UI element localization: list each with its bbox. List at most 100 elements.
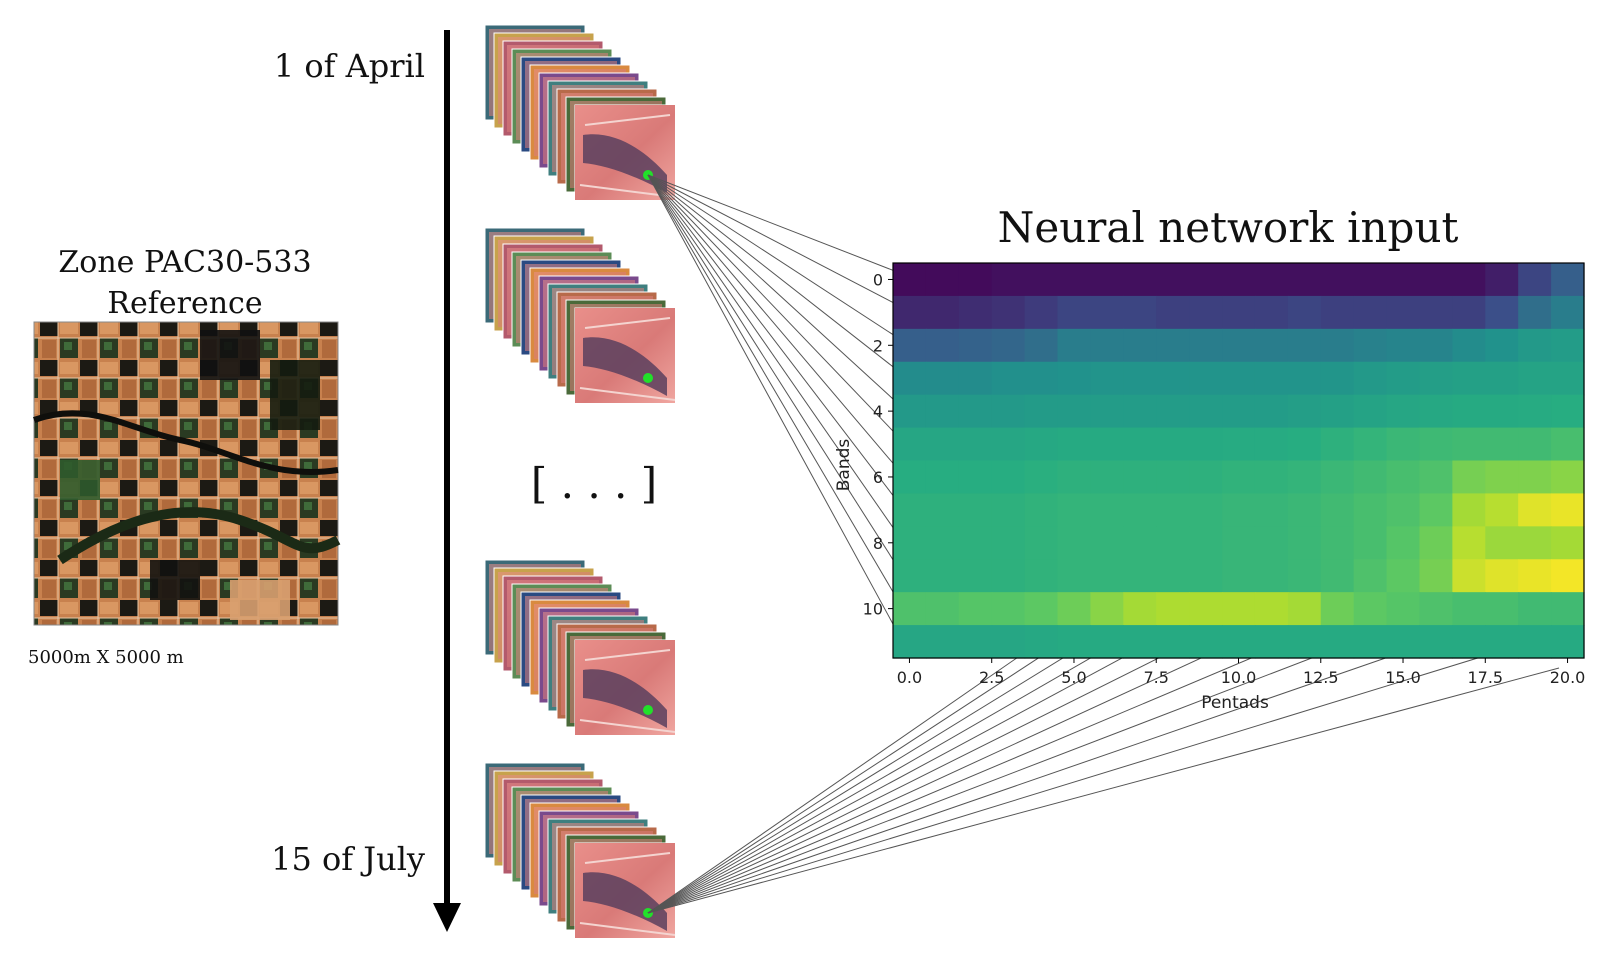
heatmap-cell [1156,460,1190,495]
heatmap-cell [991,394,1026,429]
stack-front-image [575,640,676,735]
heatmap-cell [1090,427,1124,462]
heatmap-cell [893,263,927,297]
heatmap-cell [1287,295,1322,330]
y-tick-label: 8 [873,534,883,553]
heatmap-cell [991,263,1026,297]
heatmap-cell [1057,328,1092,363]
connector-line [647,174,906,647]
heatmap-cell [1090,394,1124,429]
heatmap-cell [991,559,1026,593]
heatmap-cell [1419,460,1453,495]
heatmap-cell [1452,460,1486,495]
heatmap-cell [1320,559,1355,593]
heatmap-cell [1353,493,1388,527]
heatmap-cell [1090,460,1124,495]
heatmap-cell [925,263,960,297]
zone-size-label: 5000m X 5000 m [28,647,184,668]
heatmap-cell [1222,460,1256,495]
heatmap-cell [1156,625,1190,659]
heatmap-cell [1057,493,1092,527]
heatmap-cell [1254,460,1289,495]
x-tick-label: 17.5 [1467,668,1503,687]
connector-line [647,174,906,613]
connector-line [647,174,906,444]
heatmap-cell [893,328,927,363]
heatmap-cell [1551,263,1585,297]
heatmap-cell [1353,592,1388,626]
heatmap-cell [1156,493,1190,527]
heatmap-cell [1024,592,1059,626]
heatmap-cell [1452,559,1486,593]
heatmap-cell [1485,592,1519,626]
heatmap-cell [1419,295,1453,330]
heatmap-cell [1287,625,1322,659]
heatmap-cell [925,427,960,462]
heatmap-cell [1189,493,1223,527]
heatmap-cell [1254,361,1289,396]
heatmap-cell [1287,592,1322,626]
heatmap-cell [1320,592,1355,626]
heatmap-cell [1353,625,1388,659]
heatmap-cell [1057,460,1092,495]
heatmap-cell [1386,328,1421,363]
heatmap-cell [925,559,960,593]
heatmap-cell [1485,263,1519,297]
heatmap-cell [1452,328,1486,363]
connector-line [647,174,906,478]
heatmap-cell [1485,361,1519,396]
heatmap-cell [1320,427,1355,462]
heatmap-cell [958,394,993,429]
heatmap-cell [1452,295,1486,330]
heatmap-cell [1287,526,1322,560]
heatmap-cell [1123,295,1157,330]
heatmap-cell [1353,526,1388,560]
heatmap-cell [893,394,927,429]
heatmap-cell [1386,493,1421,527]
heatmap-cell [1353,361,1388,396]
heatmap-cell [958,625,993,659]
heatmap-cell [1551,427,1585,462]
heatmap-title: Neural network input [998,203,1459,252]
heatmap-cell [1222,427,1256,462]
connector-line [647,174,906,512]
heatmap-cell [1386,427,1421,462]
heatmap-cell [1090,328,1124,363]
heatmap-cell [1320,526,1355,560]
heatmap-cell [893,427,927,462]
heatmap-cell [1254,625,1289,659]
heatmap-cell [1123,361,1157,396]
heatmap-cell [1024,625,1059,659]
heatmap-cell [991,460,1026,495]
heatmap-cell [1419,361,1453,396]
heatmap-cell [1419,328,1453,363]
heatmap-cell [1320,328,1355,363]
heatmap-cell [1156,394,1190,429]
heatmap-cell [1386,361,1421,396]
heatmap-cell [925,328,960,363]
heatmap-cell [1057,526,1092,560]
heatmap-cell [1320,460,1355,495]
heatmap-xlabel: Pentads [1201,693,1269,713]
heatmap-cell [991,361,1026,396]
heatmap-cell [1090,625,1124,659]
heatmap-cell [1386,526,1421,560]
heatmap-cell [1485,295,1519,330]
heatmap-cell [1485,625,1519,659]
heatmap-cell [958,526,993,560]
heatmap-cell [1485,493,1519,527]
timeline-arrow [433,30,461,932]
heatmap-cell [1452,361,1486,396]
heatmap-cell [958,263,993,297]
heatmap-cell [1518,394,1552,429]
heatmap-cell [958,493,993,527]
heatmap-cell [1551,559,1585,593]
heatmap-cell [1156,559,1190,593]
heatmap-cell [958,328,993,363]
heatmap-cell [1287,361,1322,396]
y-tick-label: 0 [873,270,883,289]
heatmap-cell [1518,263,1552,297]
heatmap-cell [1485,526,1519,560]
